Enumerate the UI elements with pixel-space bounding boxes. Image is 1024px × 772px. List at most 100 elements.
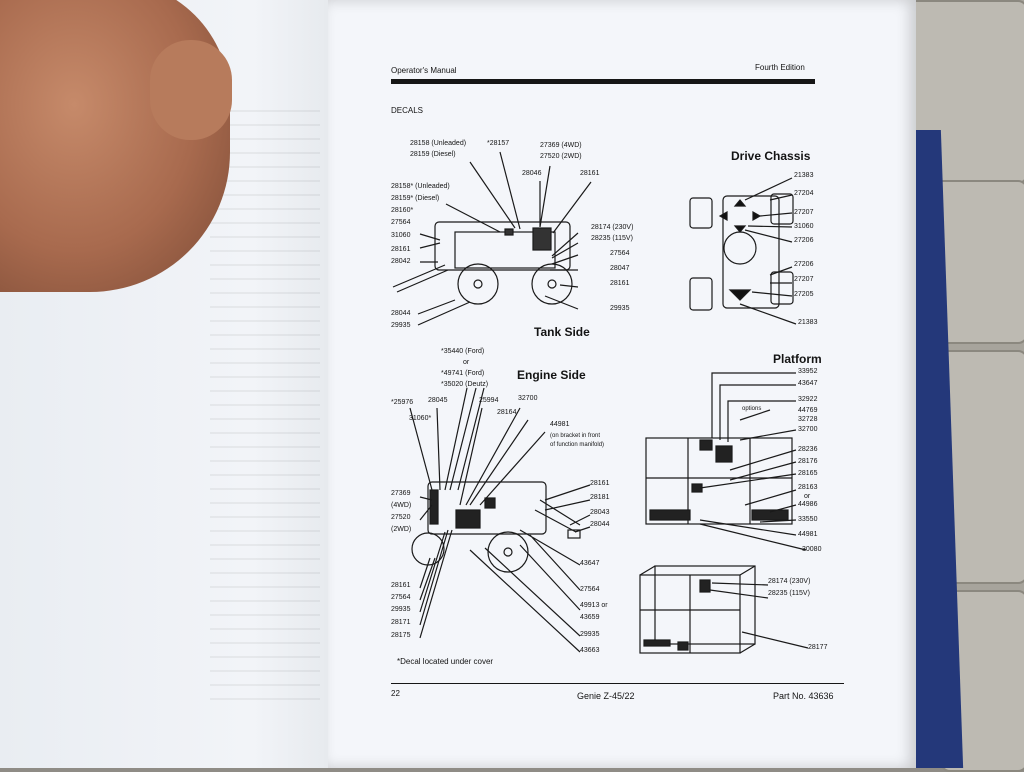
decal-label: 28174 (230V)	[768, 578, 811, 585]
decal-label: 28163	[798, 484, 818, 491]
decal-label: 27564	[391, 594, 411, 601]
decal-label: 25994	[479, 397, 499, 404]
decal-label: 28236	[798, 446, 818, 453]
platform-basket	[639, 565, 756, 654]
decal-label: 44981	[798, 531, 818, 538]
tank-side-machine	[392, 221, 573, 305]
decal-label: 28159 (Diesel)	[410, 151, 456, 158]
decal-label: 43647	[798, 380, 818, 387]
decal-label: 28160*	[391, 207, 414, 214]
decal-label: 28158* (Unleaded)	[391, 183, 450, 190]
decal-label: 28175	[391, 632, 411, 639]
decal-label: 21383	[794, 172, 814, 179]
decal-label: 29935	[580, 631, 600, 638]
decal-label: 27369	[391, 490, 411, 497]
decal-label: 27207	[794, 276, 814, 283]
decal-label: 28043	[590, 509, 610, 516]
decal-label: (2WD)	[391, 526, 412, 533]
page-number: 22	[391, 689, 400, 698]
decal-label: 28158 (Unleaded)	[410, 140, 467, 147]
decal-label: 29935	[391, 606, 411, 613]
decal-label: *35440 (Ford)	[441, 348, 485, 355]
platform-front	[645, 437, 793, 525]
decal-label: 33550	[798, 516, 818, 523]
decal-label: 28176	[798, 458, 818, 465]
decal-label: 31060*	[409, 415, 432, 422]
decal-label: 28161	[391, 246, 411, 253]
decal-label: 28046	[522, 170, 542, 177]
decal-label: 33952	[798, 368, 818, 375]
decal-label: 28235 (115V)	[591, 235, 633, 242]
decal-label: 29935	[391, 322, 411, 329]
decal-label: 27207	[794, 209, 814, 216]
heading-engine-side: Engine Side	[517, 368, 586, 382]
decal-label: 28159* (Diesel)	[391, 195, 440, 202]
decal-label: (on bracket in front	[550, 433, 601, 439]
decal-label: 43659	[580, 614, 600, 621]
decal-label: 32922	[798, 396, 818, 403]
decal-label: 29935	[610, 305, 630, 312]
decal-label: 27520 (2WD)	[540, 153, 582, 160]
decal-label: 28044	[391, 310, 411, 317]
decal-label: 28044	[590, 521, 610, 528]
decal-label: 32700	[518, 395, 538, 402]
decal-label: 28235 (115V)	[768, 590, 810, 597]
decal-label: 43663	[580, 647, 600, 654]
decal-label: 28171	[391, 619, 411, 626]
decal-label: or	[804, 493, 811, 500]
decal-label: of function manifold)	[550, 442, 605, 448]
decal-label: 32728	[798, 416, 818, 423]
decal-label: or	[463, 359, 470, 366]
engine-side-machine	[411, 481, 581, 573]
header-right: Fourth Edition	[755, 63, 805, 72]
decal-label: options	[742, 406, 762, 412]
decal-label: 31060	[794, 223, 814, 230]
decal-label: 21383	[798, 319, 818, 326]
decal-label: 27564	[580, 586, 600, 593]
decal-label: 32700	[798, 426, 818, 433]
drive-chassis	[689, 193, 794, 311]
part-number: Part No. 43636	[773, 691, 834, 701]
decal-label: 27520	[391, 514, 411, 521]
model-name: Genie Z-45/22	[577, 691, 635, 701]
decal-label: 27206	[794, 261, 814, 268]
decal-label: 28045	[428, 397, 448, 404]
decal-label: 28174 (230V)	[591, 224, 634, 231]
decal-label: 30080	[802, 546, 822, 553]
decal-label: (4WD)	[391, 502, 412, 509]
decal-label: 44769	[798, 407, 818, 414]
decal-label: 28161	[580, 170, 600, 177]
header-rule	[391, 79, 815, 84]
decal-label: 27369 (4WD)	[540, 142, 582, 149]
decal-label: 28161	[391, 582, 411, 589]
heading-tank-side: Tank Side	[534, 325, 590, 339]
show-through-text	[210, 110, 320, 710]
decal-label: *25976	[391, 399, 414, 406]
decal-label: 44981	[550, 421, 570, 428]
footer-rule	[391, 683, 844, 684]
decal-label: 27564	[391, 219, 411, 226]
decal-label: *35020 (Deutz)	[441, 381, 489, 388]
heading-platform: Platform	[773, 352, 822, 366]
decal-label: 28042	[391, 258, 411, 265]
decal-label: 49913 or	[580, 602, 608, 609]
decal-label: 28161	[610, 280, 630, 287]
section-title: DECALS	[391, 106, 424, 115]
decal-label: 27206	[794, 237, 814, 244]
decal-label: 44986	[798, 501, 818, 508]
decal-label: 27564	[610, 250, 630, 257]
decal-label: 27204	[794, 190, 814, 197]
decal-label: 28165	[798, 470, 818, 477]
decal-label: 28164	[497, 409, 517, 416]
decal-label: 28177	[808, 644, 828, 651]
header-left: Operator's Manual	[391, 66, 457, 75]
footnote: *Decal located under cover	[397, 657, 494, 666]
thumb	[150, 40, 232, 140]
decal-label: 28181	[590, 494, 610, 501]
decal-label: 31060	[391, 232, 411, 239]
manual-page	[328, 0, 916, 768]
decal-label: *28157	[487, 140, 510, 147]
decal-label: 28047	[610, 265, 630, 272]
decal-label: 27205	[794, 291, 814, 298]
decal-label: 28161	[590, 480, 610, 487]
